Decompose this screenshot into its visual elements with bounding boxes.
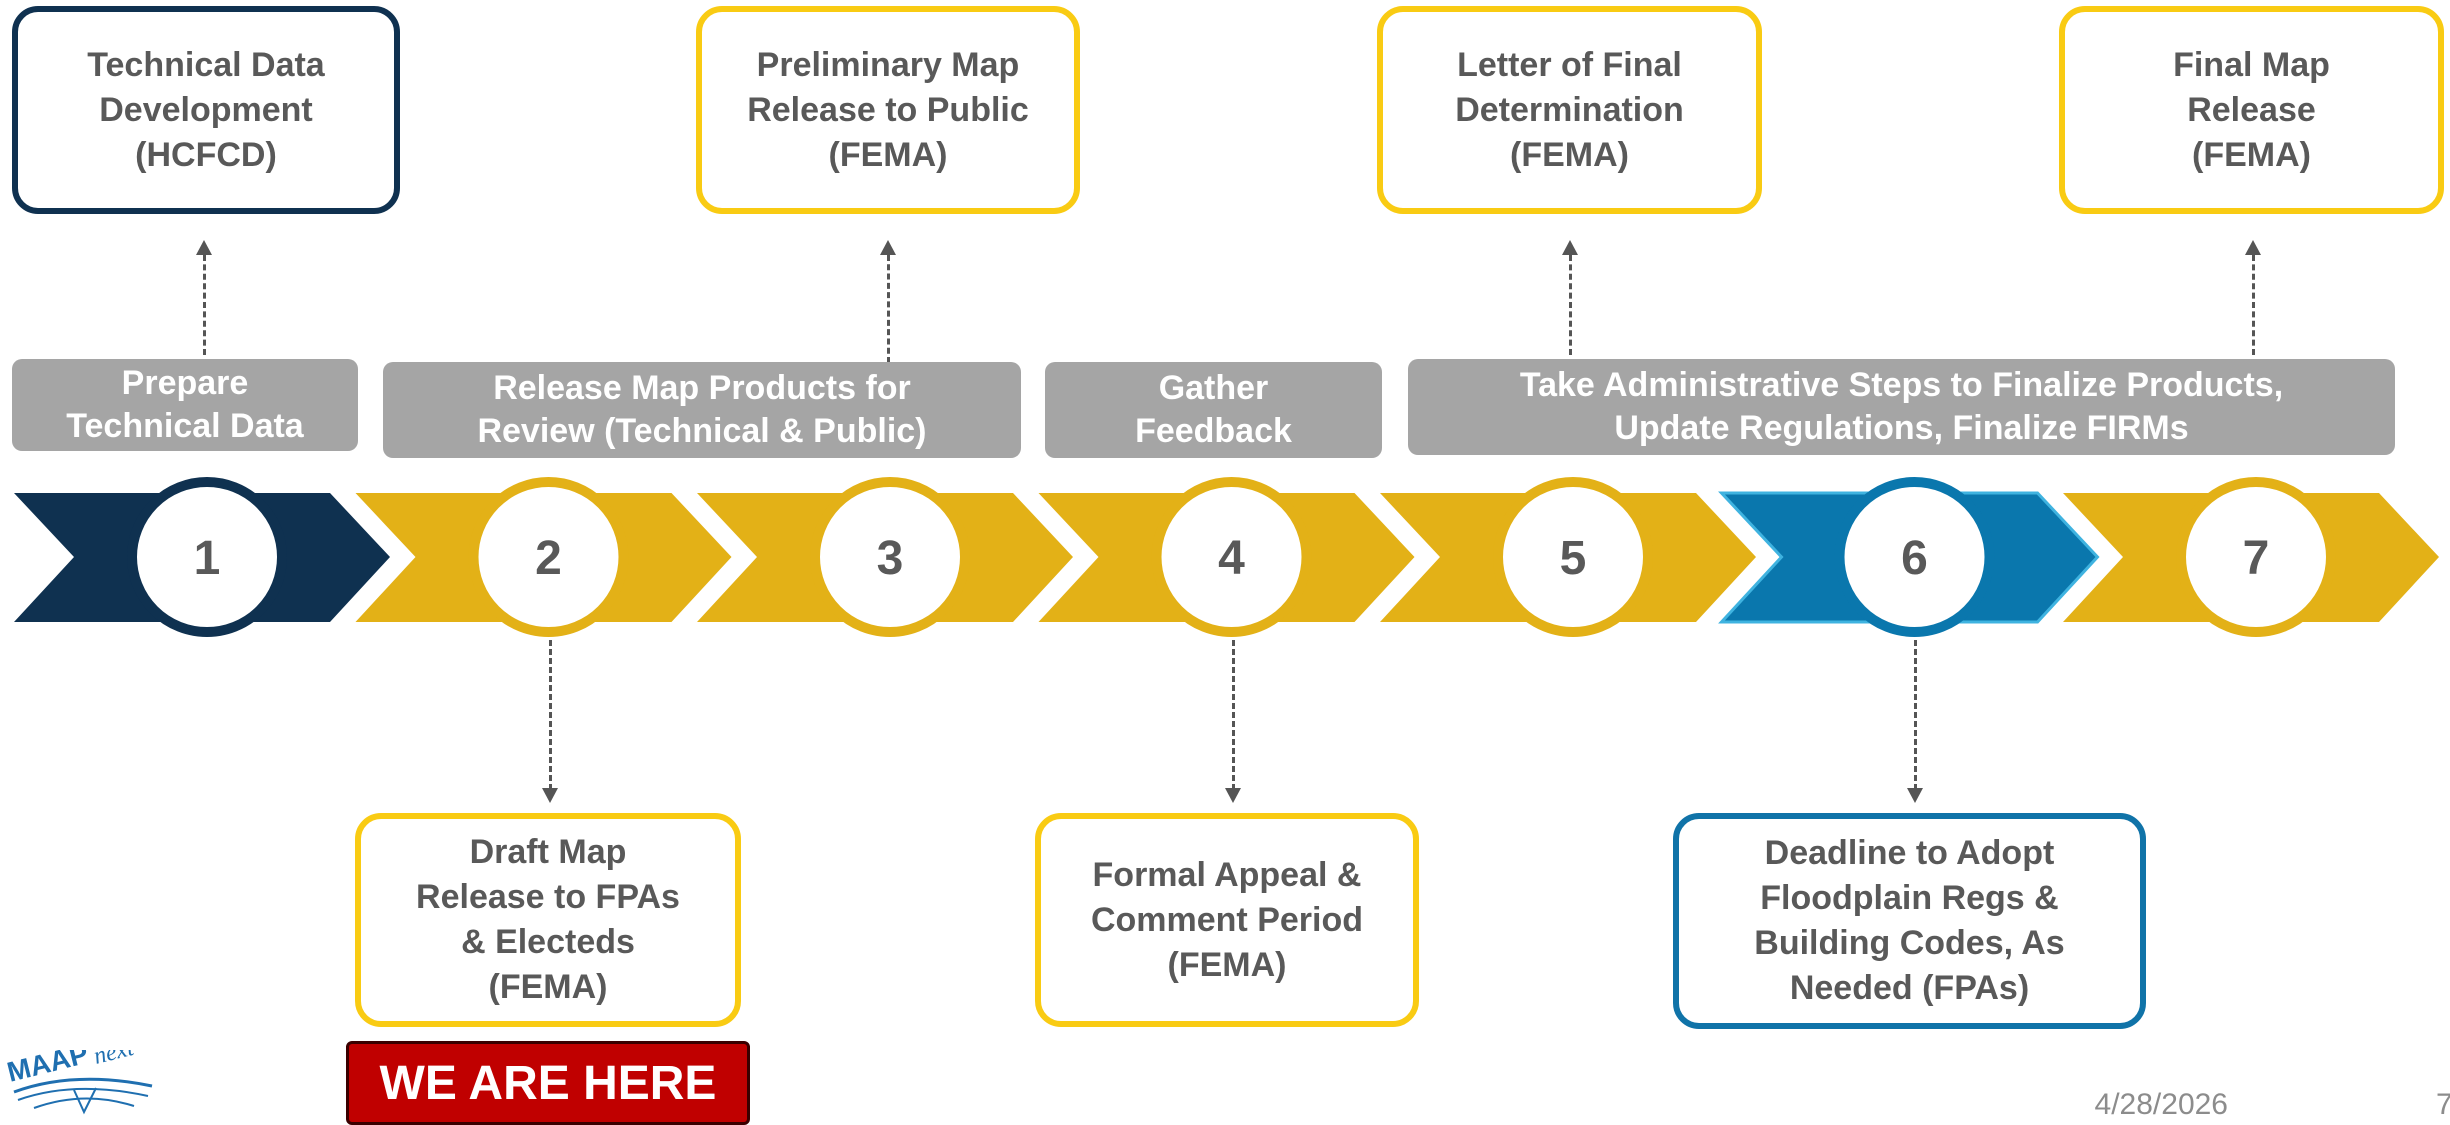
maapnext-logo: MAAP next (4, 1050, 153, 1115)
step-number-2: 2 (535, 532, 562, 585)
phase-release-map-products: Release Map Products for Review (Technic… (383, 362, 1021, 458)
footer-date: 4/28/2026 (2094, 1088, 2228, 1121)
top-box-technical-data-development: Technical Data Development (HCFCD) (12, 6, 400, 214)
top-box-letter-of-final-determination: Letter of Final Determination (FEMA) (1377, 6, 1762, 214)
page-number: 7 (2436, 1088, 2450, 1121)
phase-administrative-steps: Take Administrative Steps to Finalize Pr… (1408, 359, 2395, 455)
connector-line (549, 640, 552, 790)
step-circle-6 (1834, 477, 1995, 637)
top-box-preliminary-map-release: Preliminary Map Release to Public (FEMA) (696, 6, 1080, 214)
phase-prepare-technical-data: Prepare Technical Data (12, 359, 358, 451)
step-number-6: 6 (1901, 532, 1928, 585)
connector-line (203, 255, 206, 355)
arrow-up-icon (1562, 240, 1578, 255)
we-are-here-badge: WE ARE HERE (346, 1041, 750, 1125)
process-chevrons: 1 2 3 4 5 6 7 (14, 477, 2439, 637)
step-number-4: 4 (1218, 532, 1245, 585)
step-number-7: 7 (2243, 532, 2270, 585)
step-circle-5 (1493, 477, 1653, 637)
arrow-down-icon (1225, 788, 1241, 803)
step-circle-4 (1151, 477, 1312, 637)
step-circle-1 (127, 477, 287, 637)
bottom-box-deadline-to-adopt: Deadline to Adopt Floodplain Regs & Buil… (1673, 813, 2146, 1029)
arrow-down-icon (542, 788, 558, 803)
step-number-5: 5 (1560, 532, 1587, 585)
step-circle-7 (2176, 477, 2336, 637)
connector-line (1569, 255, 1572, 355)
step-circle-3 (810, 477, 970, 637)
arrow-up-icon (196, 240, 212, 255)
connector-line (887, 255, 890, 363)
bottom-box-draft-map-release: Draft Map Release to FPAs & Electeds (FE… (355, 813, 741, 1027)
connector-line (1914, 640, 1917, 790)
step-circle-2 (468, 477, 629, 637)
step-number-1: 1 (194, 532, 221, 585)
connector-line (1232, 640, 1235, 790)
svg-text:next: next (91, 1050, 137, 1070)
top-box-final-map-release: Final Map Release (FEMA) (2059, 6, 2444, 214)
arrow-up-icon (880, 240, 896, 255)
arrow-up-icon (2245, 240, 2261, 255)
connector-line (2252, 255, 2255, 355)
bottom-box-formal-appeal: Formal Appeal & Comment Period (FEMA) (1035, 813, 1419, 1027)
phase-gather-feedback: Gather Feedback (1045, 362, 1382, 458)
arrow-down-icon (1907, 788, 1923, 803)
step-number-3: 3 (877, 532, 904, 585)
